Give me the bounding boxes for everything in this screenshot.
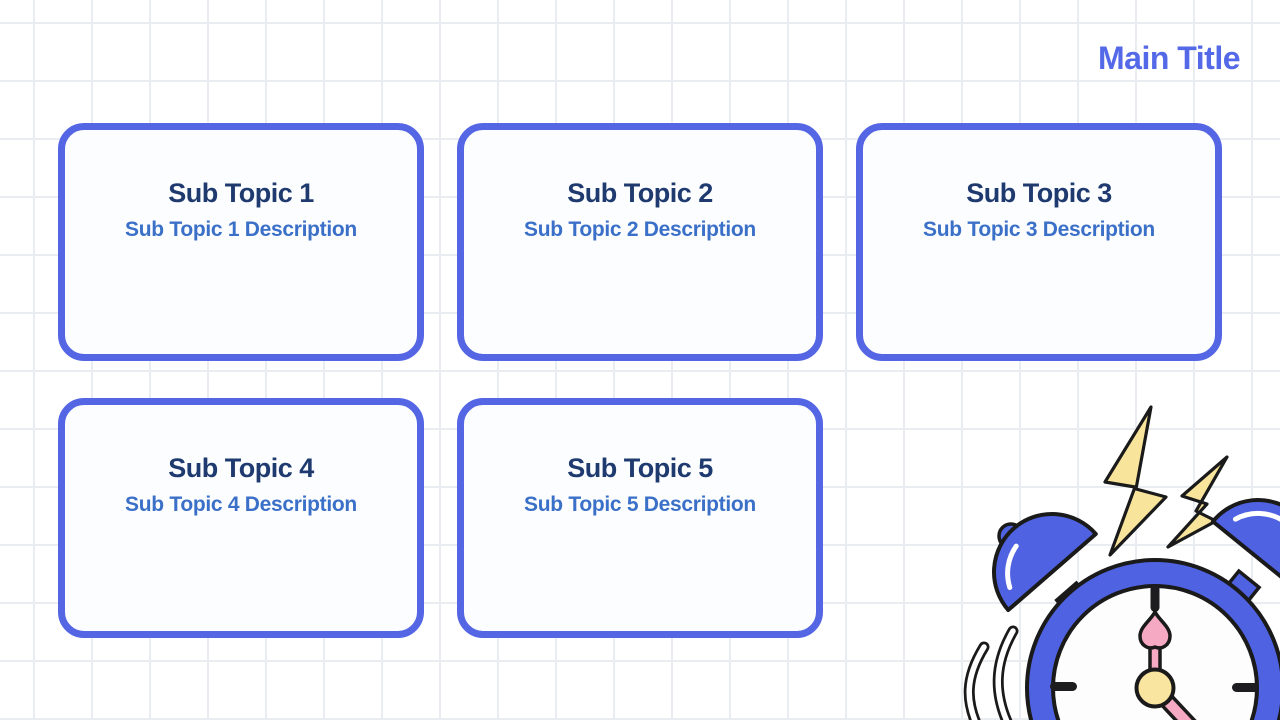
vibration-lines-icon: [963, 625, 1019, 720]
card-title: Sub Topic 5: [567, 453, 713, 483]
sub-topic-card-1[interactable]: Sub Topic 1 Sub Topic 1 Description: [58, 123, 424, 361]
lightning-bolts-icon: [1103, 405, 1229, 557]
sub-topic-card-2[interactable]: Sub Topic 2 Sub Topic 2 Description: [457, 123, 823, 361]
clock-ticks: [1050, 585, 1259, 692]
sub-topic-card-3[interactable]: Sub Topic 3 Sub Topic 3 Description: [856, 123, 1222, 361]
left-bell-icon: [992, 512, 1098, 613]
card-title: Sub Topic 4: [168, 453, 314, 483]
card-title: Sub Topic 1: [168, 178, 314, 208]
card-description: Sub Topic 1 Description: [125, 218, 357, 241]
sub-topic-card-4[interactable]: Sub Topic 4 Sub Topic 4 Description: [58, 398, 424, 638]
page-title: Main Title: [1098, 40, 1240, 76]
card-description: Sub Topic 3 Description: [923, 218, 1155, 241]
card-description: Sub Topic 2 Description: [524, 218, 756, 241]
clock-hub: [1134, 667, 1176, 709]
card-title: Sub Topic 3: [966, 178, 1112, 208]
card-description: Sub Topic 4 Description: [125, 493, 357, 516]
card-title: Sub Topic 2: [567, 178, 713, 208]
right-bell-icon: [1210, 498, 1280, 597]
alarm-clock-illustration: [963, 405, 1280, 720]
sub-topic-card-5[interactable]: Sub Topic 5 Sub Topic 5 Description: [457, 398, 823, 638]
card-description: Sub Topic 5 Description: [524, 493, 756, 516]
